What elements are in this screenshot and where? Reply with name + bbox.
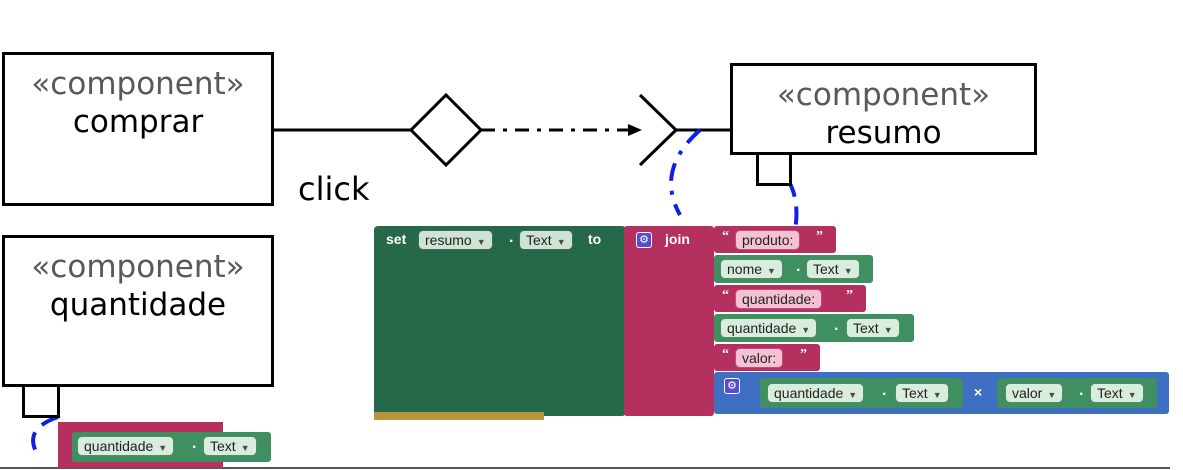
gear-icon[interactable]: ⚙ <box>724 378 740 394</box>
mult-b-property-value: Text <box>1097 385 1123 401</box>
chevron-down-icon: ▼ <box>1047 390 1057 400</box>
chevron-down-icon: ▼ <box>767 266 776 276</box>
link-curve-quantidade <box>31 415 59 460</box>
mult-a-property-value: Text <box>902 385 928 401</box>
string-valor[interactable]: valor: <box>735 348 784 368</box>
link-curve-resumo-right <box>786 178 799 231</box>
set-property-dropdown[interactable]: Text ▼ <box>519 230 573 250</box>
string-quantidade[interactable]: quantidade: <box>735 289 823 309</box>
set-property-value: Text <box>526 232 552 248</box>
small-property-value: Text <box>210 438 236 454</box>
component-name: quantidade <box>49 287 227 323</box>
set-component-dropdown[interactable]: resumo ▼ <box>418 230 493 250</box>
set-component-value: resumo <box>425 232 472 248</box>
close-quote: ” <box>800 347 807 362</box>
diamond-connector <box>408 92 484 168</box>
stereotype-label: «component» <box>31 249 245 285</box>
stereotype-label: «component» <box>776 77 991 113</box>
nome-property-value: Text <box>813 261 839 277</box>
mult-b-component-value: valor <box>1012 385 1043 401</box>
mult-b-component-dropdown[interactable]: valor ▼ <box>1005 383 1064 403</box>
join-block[interactable] <box>624 226 714 416</box>
close-quote: ” <box>816 229 823 244</box>
set-block[interactable] <box>374 226 626 416</box>
small-component-value: quantidade <box>84 438 154 454</box>
chevron-down-icon: ▼ <box>556 237 566 247</box>
link-curve-resumo-left <box>669 128 702 216</box>
socket-upper <box>638 93 678 132</box>
set-block-footer <box>374 412 544 420</box>
dot-separator: . <box>1079 382 1084 399</box>
arrow-head <box>628 124 642 136</box>
dot-separator: . <box>796 258 801 275</box>
socket-lower <box>638 128 678 167</box>
open-quote: “ <box>722 288 729 303</box>
mult-b-property-dropdown[interactable]: Text ▼ <box>1090 383 1144 403</box>
open-quote: “ <box>722 347 729 362</box>
component-name: resumo <box>825 115 942 151</box>
port-quantidade <box>22 384 60 418</box>
close-quote: ” <box>846 288 853 303</box>
dot-separator: . <box>509 229 514 246</box>
string-produto[interactable]: produto: <box>735 230 801 250</box>
nome-property-dropdown[interactable]: Text ▼ <box>806 259 860 279</box>
component-resumo: «component» resumo <box>730 63 1037 155</box>
small-property-dropdown[interactable]: Text ▼ <box>203 436 257 456</box>
chevron-down-icon: ▼ <box>158 443 168 453</box>
chevron-down-icon: ▼ <box>240 443 250 453</box>
join-keyword: join <box>665 231 690 247</box>
small-component-dropdown[interactable]: quantidade ▼ <box>77 436 175 456</box>
chevron-down-icon: ▼ <box>801 325 811 335</box>
dot-separator: . <box>834 317 839 334</box>
chevron-down-icon: ▼ <box>476 237 486 247</box>
open-quote: “ <box>722 229 729 244</box>
port-resumo <box>756 152 792 186</box>
dot-separator: . <box>882 382 887 399</box>
chevron-down-icon: ▼ <box>843 266 853 276</box>
qtd-component-dropdown[interactable]: quantidade ▼ <box>720 318 818 338</box>
component-quantidade: «component» quantidade <box>2 235 274 387</box>
set-keyword: set <box>386 231 407 247</box>
chevron-down-icon: ▼ <box>932 390 942 400</box>
mult-a-property-dropdown[interactable]: Text ▼ <box>895 383 949 403</box>
stereotype-label: «component» <box>31 66 245 102</box>
chevron-down-icon: ▼ <box>883 325 893 335</box>
mult-a-component-dropdown[interactable]: quantidade ▼ <box>767 383 865 403</box>
to-keyword: to <box>588 231 602 247</box>
chevron-down-icon: ▼ <box>848 390 858 400</box>
dot-separator: . <box>192 435 197 452</box>
connector-label-click: click <box>298 170 370 208</box>
nome-component-value: nome <box>727 261 763 277</box>
multiply-operator: × <box>974 384 983 400</box>
nome-component-dropdown[interactable]: nome ▼ <box>720 259 783 279</box>
component-name: comprar <box>72 104 204 140</box>
qtd-property-dropdown[interactable]: Text ▼ <box>846 318 900 338</box>
gear-icon[interactable]: ⚙ <box>636 232 652 248</box>
qtd-property-value: Text <box>853 320 879 336</box>
component-comprar: «component» comprar <box>2 52 274 206</box>
qtd-component-value: quantidade <box>727 320 797 336</box>
mult-a-component-value: quantidade <box>774 385 844 401</box>
chevron-down-icon: ▼ <box>1127 390 1137 400</box>
